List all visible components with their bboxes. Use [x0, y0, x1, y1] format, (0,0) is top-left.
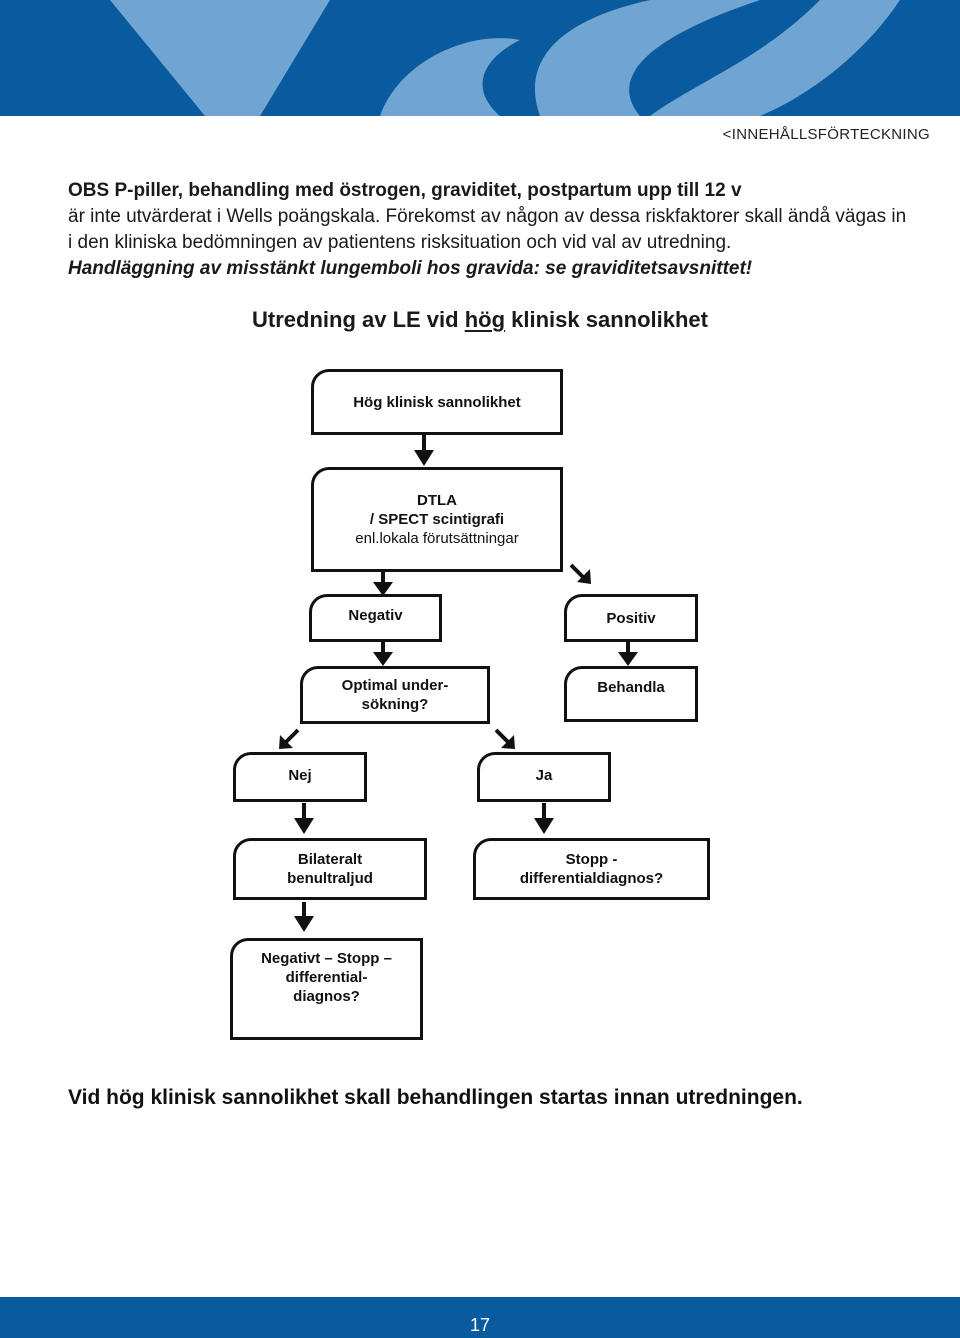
header-banner — [0, 0, 960, 116]
box-negative: Negativ — [309, 594, 442, 642]
box-optimal-label: Optimal under- sökning? — [341, 677, 449, 713]
dtla-line2: / SPECT scintigrafi — [369, 511, 505, 528]
box-positive: Positiv — [564, 594, 698, 642]
box-bilateral-label: Bilateralt benultraljud — [287, 851, 373, 887]
intro-bold-line: OBS P-piller, behandling med östrogen, g… — [68, 180, 742, 201]
flowchart-title: Utredning av LE vid hög klinisk sannolik… — [0, 307, 960, 333]
page-number: 17 — [469, 1315, 491, 1335]
box-treat-label: Behandla — [597, 679, 665, 696]
box-positive-label: Positiv — [606, 609, 656, 627]
bottom-statement: Vid hög klinisk sannolikhet skall behand… — [68, 1086, 803, 1109]
flow-title-before: Utredning av LE vid — [252, 307, 465, 332]
intro-text: är inte utvärderat i Wells poängskala. F… — [68, 206, 907, 253]
box-treat: Behandla — [564, 666, 698, 722]
box-yes-label: Ja — [535, 767, 553, 784]
box-no: Nej — [233, 752, 367, 802]
box-high-probability: Hög klinisk sannolikhet — [311, 369, 563, 435]
intro-paragraph: OBS P-piller, behandling med östrogen, g… — [68, 178, 908, 282]
box-negative-stop-label: Negativt – Stopp – differential- diagnos… — [261, 950, 392, 1005]
box-dtla: DTLA / SPECT scintigrafi enl.lokala föru… — [311, 467, 563, 572]
box-negative-label: Negativ — [348, 607, 403, 624]
dtla-line3: enl.lokala förutsättningar — [355, 530, 519, 547]
box-high-label: Hög klinisk sannolikhet — [353, 393, 521, 411]
dtla-line1: DTLA — [417, 492, 457, 509]
box-bilateral-ultrasound: Bilateralt benultraljud — [233, 838, 427, 900]
box-negative-stop: Negativt – Stopp – differential- diagnos… — [230, 938, 423, 1040]
flow-title-after: klinisk sannolikhet — [505, 307, 708, 332]
intro-emphasis: Handläggning av misstänkt lungemboli hos… — [68, 258, 753, 279]
flow-title-underlined: hög — [464, 307, 506, 332]
box-yes: Ja — [477, 752, 611, 802]
toc-link[interactable]: <INNEHÅLLSFÖRTECKNING — [722, 126, 930, 143]
box-stop-differential: Stopp - differentialdiagnos? — [473, 838, 710, 900]
box-no-label: Nej — [288, 767, 312, 784]
box-optimal-examination: Optimal under- sökning? — [300, 666, 490, 724]
footer-bar — [0, 1297, 960, 1338]
box-stop-label: Stopp - differentialdiagnos? — [519, 851, 664, 887]
